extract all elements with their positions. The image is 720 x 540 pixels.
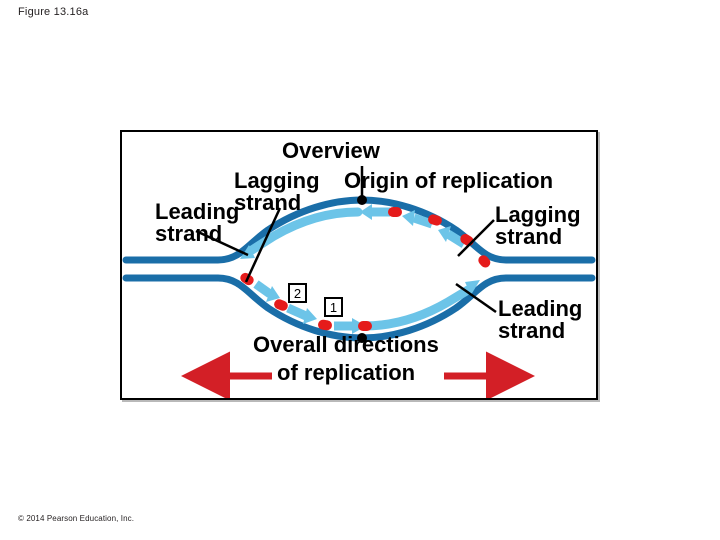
origin-dot-bottom [357,333,367,343]
copyright-notice: © 2014 Pearson Education, Inc. [18,514,135,523]
rna-primer [318,319,332,331]
rna-primer [388,207,402,217]
label-leading-strand-left: Leading strand [155,199,240,247]
okazaki-fragment-arrow [445,230,467,248]
lagging-strand-top-right-fragments [360,204,467,248]
label-overall-directions: Overall directions [253,332,439,357]
replication-bubble-diagram: 2 1 [122,166,596,398]
label-lagging-strand-right: Lagging strand [495,202,581,250]
fragment-number-label: 1 [330,300,337,315]
figure-caption: Figure 13.16a [18,6,89,18]
okazaki-fragment-arrow [412,213,434,229]
label-leading-strand-right: Leading strand [498,296,583,344]
fragment-number-label: 2 [294,286,301,301]
leader-line-lagging-right [457,219,495,257]
okazaki-fragment-arrow [286,303,308,321]
label-of-replication: of replication [277,360,416,385]
label-leader-lines [195,207,497,314]
okazaki-fragment-arrow [253,280,273,298]
okazaki-fragment-arrowhead [303,308,317,324]
leading-strand-right-arrowhead [465,280,480,295]
okazaki-fragment-number-2: 2 [288,283,307,303]
origin-of-replication-markers [357,166,367,343]
figure-art-frame: 2 1 Overview Lagging strand Origin of re… [120,130,598,400]
leading-strand-left-arrowhead [240,245,255,259]
rna-primer [274,299,288,311]
rna-primer [358,321,372,331]
art-title-overview: Overview [282,138,380,163]
okazaki-fragment-arrowhead [402,210,415,226]
label-origin-of-replication: Origin of replication [344,168,554,193]
okazaki-fragment-arrowhead [266,286,280,302]
okazaki-fragment-number-1: 1 [324,297,343,317]
leader-line-leading-right [455,282,497,314]
okazaki-fragment-arrowhead [438,226,451,242]
rna-primer [478,255,491,268]
okazaki-fragment-arrowhead [360,204,372,220]
leading-strand-right-arrow [359,285,473,331]
label-lagging-strand-left: Lagging strand [234,168,320,216]
daughter-dna-strands [240,204,480,334]
leading-strand-left-arrow [247,207,363,255]
leader-line-leading-left [195,229,249,257]
rna-primer [428,214,442,226]
leader-line-lagging-left [244,207,282,283]
origin-dot-top [357,195,367,205]
